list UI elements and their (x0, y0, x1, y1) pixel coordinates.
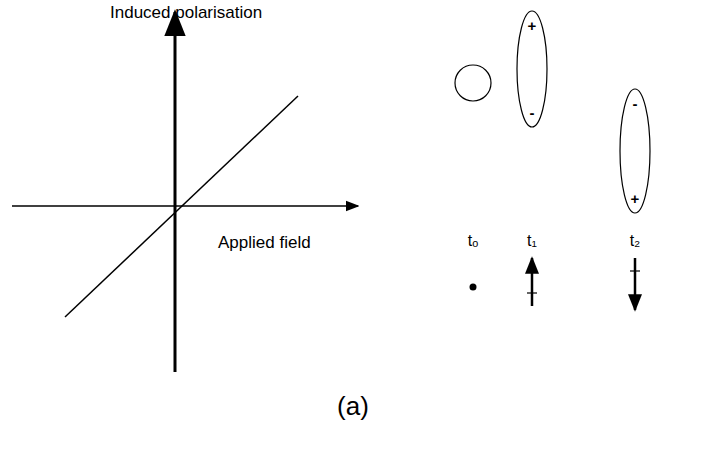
arrow-tick (527, 292, 537, 293)
time-label: t₁ (527, 232, 537, 250)
atom-charges: +- (516, 10, 548, 128)
atom-ellipse (517, 11, 547, 127)
zero-field-dot (470, 284, 477, 291)
charge-sign: + (528, 18, 537, 33)
field-down-arrow (634, 258, 637, 310)
panel-label: (a) (337, 392, 369, 421)
axis-label: Induced polarisation (110, 4, 262, 23)
time-label: tₒ (468, 232, 478, 250)
response-line (65, 96, 298, 317)
atom-charges: -+ (619, 88, 651, 214)
time-label: t₂ (630, 232, 641, 250)
field-up-arrow (531, 258, 534, 306)
polarised-atom: +- (516, 10, 548, 128)
axis-label: Applied field (218, 234, 311, 253)
charge-sign: + (631, 191, 640, 206)
polarised-atom: -+ (619, 88, 651, 214)
arrow-tick (630, 270, 640, 271)
charge-sign: - (633, 96, 638, 111)
charge-sign: - (530, 105, 535, 120)
y-axis (174, 12, 177, 372)
atom-ellipse (620, 89, 650, 213)
atom-circle (455, 65, 491, 101)
x-axis (12, 205, 358, 207)
